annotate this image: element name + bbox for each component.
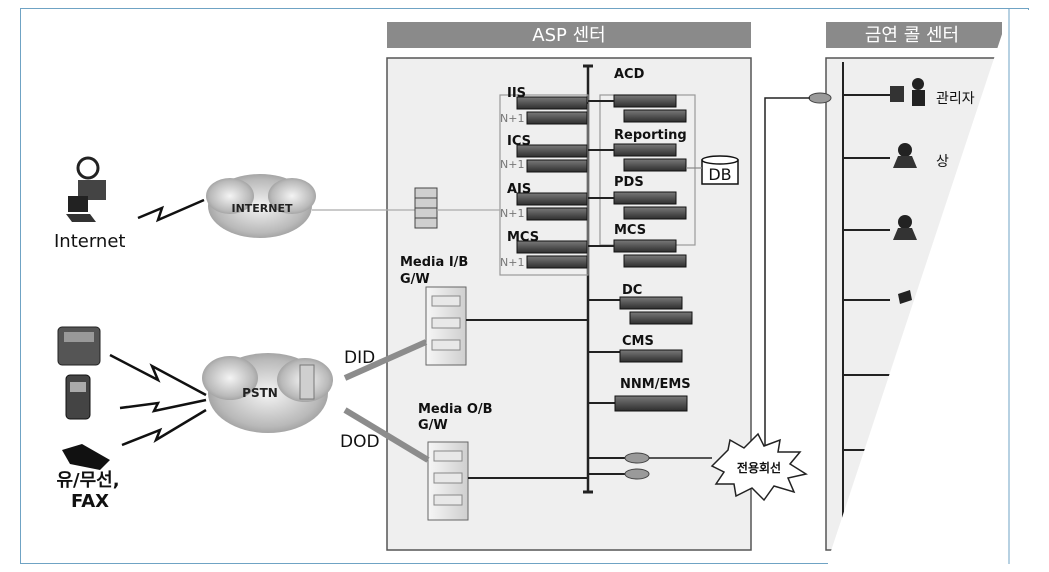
pstn-cloud-label: PSTN bbox=[242, 386, 278, 400]
agent-label-manager: 관리자 bbox=[936, 91, 975, 107]
agent-operator-icon bbox=[898, 290, 912, 304]
dod-trunk bbox=[343, 407, 430, 463]
fax-label: FAX bbox=[71, 491, 109, 512]
pstn-cloud-icon: PSTN bbox=[202, 353, 333, 433]
agent-operator-icon bbox=[893, 143, 917, 168]
database-icon: DB bbox=[686, 155, 739, 185]
server-cms: CMS bbox=[588, 334, 683, 363]
server-label: Reporting bbox=[614, 128, 687, 143]
server-tag: N+1 bbox=[500, 158, 524, 171]
server-iis: IIS N+1 bbox=[500, 86, 588, 125]
mobile-phone-icon bbox=[65, 374, 91, 420]
agent-label: 상 bbox=[936, 154, 949, 170]
internet-client-label: Internet bbox=[54, 231, 125, 252]
wireless-links bbox=[109, 198, 207, 447]
fax-icon bbox=[62, 444, 110, 470]
server-nnm-ems: NNM/EMS bbox=[588, 377, 691, 412]
db-label: DB bbox=[708, 165, 731, 184]
server-tag: N+1 bbox=[500, 112, 524, 125]
asp-title: ASP 센터 bbox=[532, 25, 605, 46]
router-icon bbox=[588, 468, 650, 480]
dod-label: DOD bbox=[340, 432, 380, 452]
server-mcs-left: MCS N+1 bbox=[500, 230, 588, 269]
manager-operator-icon bbox=[890, 78, 925, 106]
call-center-panel: 금연 콜 센터 관리자 상 bbox=[808, 8, 1049, 572]
server-ics: ICS N+1 bbox=[500, 134, 588, 173]
call-center-title: 금연 콜 센터 bbox=[865, 25, 959, 46]
gateway-ib-line1: Media I/B bbox=[400, 255, 468, 270]
internet-cloud-label: INTERNET bbox=[231, 202, 293, 215]
server-pds: PDS bbox=[613, 175, 687, 220]
asp-title-bar bbox=[387, 22, 751, 48]
server-label: ACD bbox=[614, 67, 645, 82]
gateway-ob-line2: G/W bbox=[418, 418, 448, 433]
did-label: DID bbox=[344, 348, 375, 368]
media-ob-gateway: Media O/B G/W bbox=[418, 402, 588, 521]
server-label: PDS bbox=[614, 175, 644, 190]
server-tag: N+1 bbox=[500, 256, 524, 269]
server-dc: DC bbox=[588, 283, 693, 325]
server-ais: AIS N+1 bbox=[500, 182, 588, 221]
call-center-title-bar bbox=[826, 22, 1002, 48]
server-label: MCS bbox=[614, 223, 646, 238]
gateway-ob-line1: Media O/B bbox=[418, 402, 493, 417]
telephone-icon bbox=[57, 326, 101, 366]
server-label: CMS bbox=[622, 334, 654, 349]
did-trunk bbox=[343, 339, 428, 381]
server-mcs-right: MCS bbox=[613, 223, 687, 268]
server-acd: ACD bbox=[613, 67, 687, 123]
cut-mask bbox=[828, 10, 1049, 572]
server-label: NNM/EMS bbox=[620, 377, 691, 392]
server-label: DC bbox=[622, 283, 642, 298]
leased-line-burst: 전용회선 bbox=[649, 97, 810, 502]
agent-operator-icon bbox=[893, 215, 917, 240]
leased-line-label: 전용회선 bbox=[737, 460, 781, 475]
router-icon bbox=[808, 92, 832, 104]
server-reporting: Reporting bbox=[613, 128, 687, 172]
media-ib-gateway: Media I/B G/W bbox=[400, 255, 588, 366]
left-server-group: IIS N+1 ICS N+1 AIS N+1 MCS N+1 bbox=[500, 86, 588, 269]
wired-wireless-label: 유/무선, bbox=[56, 470, 119, 491]
internet-cloud-icon: INTERNET bbox=[206, 174, 316, 238]
firewall-icon bbox=[414, 187, 438, 229]
gateway-ib-line2: G/W bbox=[400, 272, 430, 287]
server-tag: N+1 bbox=[500, 207, 524, 220]
right-server-group: ACD Reporting PDS MCS DC CMS bbox=[587, 67, 693, 412]
computer-user-icon bbox=[66, 156, 106, 222]
